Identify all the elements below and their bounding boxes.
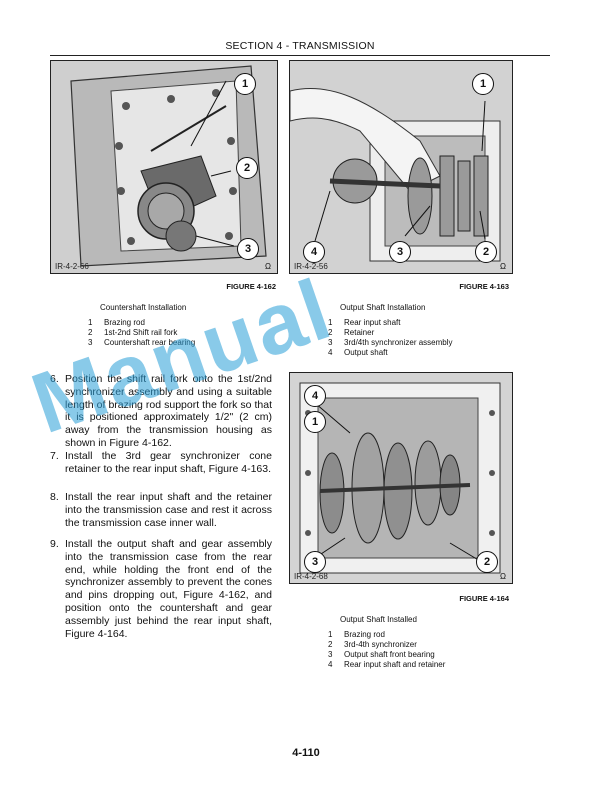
legend-number: 3 [88,338,93,347]
photo-mark: Ω [500,572,506,581]
step-number: 7. [50,450,59,462]
legend-number: 2 [88,328,93,337]
step-9: 9. Install the output shaft and gear ass… [50,538,272,640]
figure-164-photo: 4 1 3 2 IR-4-2-68 Ω [289,372,513,584]
legend-number: 1 [328,630,333,639]
step-number: 9. [50,538,59,550]
legend-number: 1 [88,318,93,327]
legend-number: 1 [328,318,333,327]
callout-1: 1 [472,73,494,95]
callout-4: 4 [304,385,326,407]
legend-number: 3 [328,338,333,347]
legend-item: 1 Brazing rod [88,318,195,328]
callout-2: 2 [236,157,258,179]
legend-number: 2 [328,328,333,337]
figure-163-number: FIGURE 4-163 [459,282,509,291]
figure-162-legend: 1 Brazing rod 2 1st-2nd Shift rail fork 3 C… [88,318,195,348]
legend-text: Retainer [344,328,375,337]
legend-item: 1 Brazing rod [328,630,445,640]
legend-item: 1 Rear input shaft [328,318,453,328]
callout-1: 1 [304,411,326,433]
photo-mark: Ω [265,262,271,271]
callout-3: 3 [237,238,259,260]
figure-164-legend: 1 Brazing rod 2 3rd-4th synchronizer 3 Outp… [328,630,445,670]
callout-3: 3 [389,241,411,263]
legend-text: Rear input shaft and retainer [344,660,446,669]
legend-text: 3rd/4th synchronizer assembly [344,338,453,347]
legend-text: Brazing rod [104,318,145,327]
legend-text: Countershaft rear bearing [104,338,196,347]
legend-number: 4 [328,660,333,669]
photo-id: IR-4-2-68 [294,572,328,581]
legend-item: 2 Retainer [328,328,453,338]
step-text: Install the rear input shaft and the ret… [65,491,272,529]
step-text: Position the shift rail fork onto the 1s… [65,373,272,449]
legend-item: 2 3rd-4th synchronizer [328,640,445,650]
page-number: 4-110 [292,747,320,759]
figure-163-caption: Output Shaft Installation [340,303,426,312]
figure-162-caption: Countershaft Installation [100,303,187,312]
photo-id: IR-4-2-56 [294,262,328,271]
callout-2: 2 [476,551,498,573]
legend-number: 3 [328,650,333,659]
callout-4: 4 [303,241,325,263]
step-7: 7. Install the 3rd gear synchronizer con… [50,450,272,476]
legend-text: Output shaft front bearing [344,650,435,659]
figure-164-caption: Output Shaft Installed [340,615,417,624]
step-number: 6. [50,373,59,385]
section-header: SECTION 4 - TRANSMISSION [225,40,375,52]
step-text: Install the output shaft and gear assemb… [65,538,272,640]
legend-text: Brazing rod [344,630,385,639]
header-rule [50,55,550,56]
step-8: 8. Install the rear input shaft and the … [50,491,272,529]
step-text: Install the 3rd gear synchronizer cone r… [65,450,272,475]
legend-text: Rear input shaft [344,318,401,327]
legend-item: 3 Countershaft rear bearing [88,338,195,348]
legend-item: 3 3rd/4th synchronizer assembly [328,338,453,348]
callout-2: 2 [475,241,497,263]
legend-item: 4 Rear input shaft and retainer [328,660,445,670]
legend-number: 4 [328,348,333,357]
legend-text: Output shaft [344,348,388,357]
figure-163-photo: 1 4 3 2 IR-4-2-56 Ω [289,60,513,274]
step-number: 8. [50,491,59,503]
legend-item: 3 Output shaft front bearing [328,650,445,660]
figure-162-photo: 1 2 3 IR-4-2-66 Ω [50,60,278,274]
photo-mark: Ω [500,262,506,271]
callout-3: 3 [304,551,326,573]
step-6: 6. Position the shift rail fork onto the… [50,373,272,450]
callout-1: 1 [234,73,256,95]
figure-164-number: FIGURE 4-164 [459,594,509,603]
figure-163-legend: 1 Rear input shaft 2 Retainer 3 3rd/4th syn… [328,318,453,358]
legend-text: 1st-2nd Shift rail fork [104,328,178,337]
legend-number: 2 [328,640,333,649]
legend-item: 2 1st-2nd Shift rail fork [88,328,195,338]
photo-id: IR-4-2-66 [55,262,89,271]
legend-text: 3rd-4th synchronizer [344,640,417,649]
figure-162-number: FIGURE 4-162 [226,282,276,291]
legend-item: 4 Output shaft [328,348,453,358]
